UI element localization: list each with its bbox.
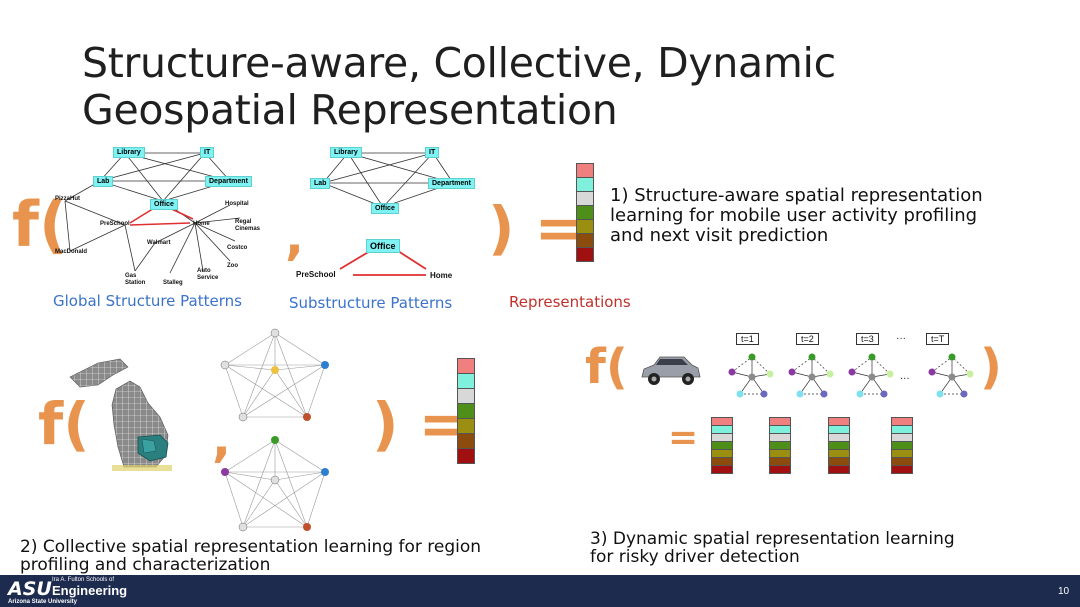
stack-cell (576, 219, 594, 234)
global-small-home: Home (193, 221, 210, 227)
global-graph-edges (64, 152, 241, 274)
section3-stack-3 (828, 417, 850, 474)
substructure-edges (322, 152, 454, 276)
sub-node-office: Office (371, 203, 399, 214)
global-small-hospital: Hospital (225, 201, 249, 207)
section3-caption-line1: 3) Dynamic spatial representation learni… (590, 529, 955, 549)
label-substructure: Substructure Patterns (289, 294, 453, 312)
stack-cell (457, 373, 475, 389)
label-global-structure: Global Structure Patterns (53, 292, 242, 310)
section3-caption: 3) Dynamic spatial representation learni… (590, 530, 955, 566)
stack-cell (457, 358, 475, 374)
sub-node-department: Department (428, 178, 475, 189)
global-small-costco: Costco (227, 245, 248, 251)
section3-f-open: f( (585, 339, 628, 395)
section1-f-open: f( (12, 188, 68, 261)
michigan-map-image (69, 358, 172, 471)
stack-cell (457, 448, 475, 464)
stack-cell (576, 163, 594, 178)
sub-node-it: IT (425, 147, 440, 158)
time-label-t3: t=3 (856, 333, 879, 345)
global-node-department: Department (205, 176, 252, 187)
time-label-t2: t=2 (796, 333, 819, 345)
stack-cell (457, 433, 475, 449)
stack-cell (769, 465, 791, 474)
sub-node-library: Library (330, 147, 362, 158)
dynamic-graphs: ··· (728, 353, 974, 398)
global-node-it: IT (200, 147, 215, 158)
region-graph-bottom (221, 436, 329, 532)
section2-caption-line1: 2) Collective spatial representation lea… (20, 537, 482, 557)
global-small-zoo: Zoo (227, 263, 238, 269)
global-node-lab: Lab (93, 176, 114, 187)
sub2-node-office: Office (366, 239, 400, 253)
sub2-small-preschool: PreSchool (296, 270, 336, 279)
global-small-preschool: PreSchool (100, 221, 130, 227)
section3-stack-1 (711, 417, 733, 474)
sub-node-lab: Lab (310, 178, 331, 189)
stack-cell (576, 247, 594, 262)
time-label-t1: t=1 (736, 333, 759, 345)
section1-caption-line2: learning for mobile user activity profil… (610, 205, 978, 226)
slide-title-line1: Structure-aware, Collective, Dynamic (82, 39, 836, 87)
section2-f-open: f( (38, 390, 90, 458)
global-node-office: Office (150, 199, 178, 210)
global-small-regal: Regal Cinemas (235, 219, 261, 232)
global-small-stalleg: Stalleg (163, 280, 183, 286)
global-small-macdonald: MacDonald (55, 249, 88, 255)
stack-cell (457, 403, 475, 419)
footer-school-big: Engineering (52, 583, 128, 598)
global-small-auto-service: Auto Service (197, 268, 219, 281)
global-small-walmart: Walmart (147, 240, 171, 246)
section1-close-eq: ) = (488, 194, 584, 262)
substructure-graph: Library IT Lab Department Office Office … (296, 145, 483, 285)
section3-close: ) (980, 339, 1002, 395)
section1-caption: 1) Structure-aware spatial representatio… (610, 186, 983, 246)
section3-eq: = (668, 417, 699, 458)
global-small-gas-station: Gas Station (125, 273, 146, 286)
section2-close-eq: ) = (372, 390, 468, 458)
section2-representation-stack (457, 358, 475, 464)
section2-caption: 2) Collective spatial representation lea… (20, 538, 481, 574)
label-representations: Representations (509, 293, 631, 311)
stack-cell (457, 418, 475, 434)
footer-university: Arizona State University (8, 599, 78, 605)
stack-cell (828, 465, 850, 474)
global-node-library: Library (113, 147, 145, 158)
stack-cell (576, 205, 594, 220)
section3-stack-2 (769, 417, 791, 474)
section1-representation-stack (576, 163, 594, 262)
slide-title-line2: Geospatial Representation (82, 86, 618, 134)
time-ellipsis: ··· (896, 333, 906, 344)
global-structure-graph: Library IT Lab Department Office PizzaHu… (55, 143, 270, 293)
section1-caption-line3: and next visit prediction (610, 225, 829, 246)
footer-bar: ASU Ira A. Fulton Schools of Engineering… (0, 575, 1080, 607)
stack-cell (891, 465, 913, 474)
global-small-pizzahut: PizzaHut (55, 196, 81, 202)
stack-cell (711, 465, 733, 474)
stack-cell (576, 177, 594, 192)
stack-cell (576, 191, 594, 206)
section2-comma: , (212, 410, 231, 468)
page-number: 10 (1058, 586, 1070, 597)
sub2-small-home: Home (430, 271, 453, 280)
section2-caption-line2: profiling and characterization (20, 555, 271, 575)
region-graph-top (220, 328, 329, 422)
stack-cell (457, 388, 475, 404)
footer-school-small: Ira A. Fulton Schools of (52, 577, 115, 583)
section1-caption-line1: 1) Structure-aware spatial representatio… (610, 185, 983, 206)
section1-comma: , (285, 208, 304, 266)
section3-stack-4 (891, 417, 913, 474)
time-label-tT: t=T (926, 333, 950, 345)
stack-cell (576, 233, 594, 248)
car-image (641, 356, 701, 385)
svg-text:···: ··· (900, 374, 910, 385)
section3-caption-line2: for risky driver detection (590, 547, 800, 567)
slide-title: Structure-aware, Collective, Dynamic Geo… (82, 40, 982, 134)
asu-logo: ASU (8, 578, 52, 600)
